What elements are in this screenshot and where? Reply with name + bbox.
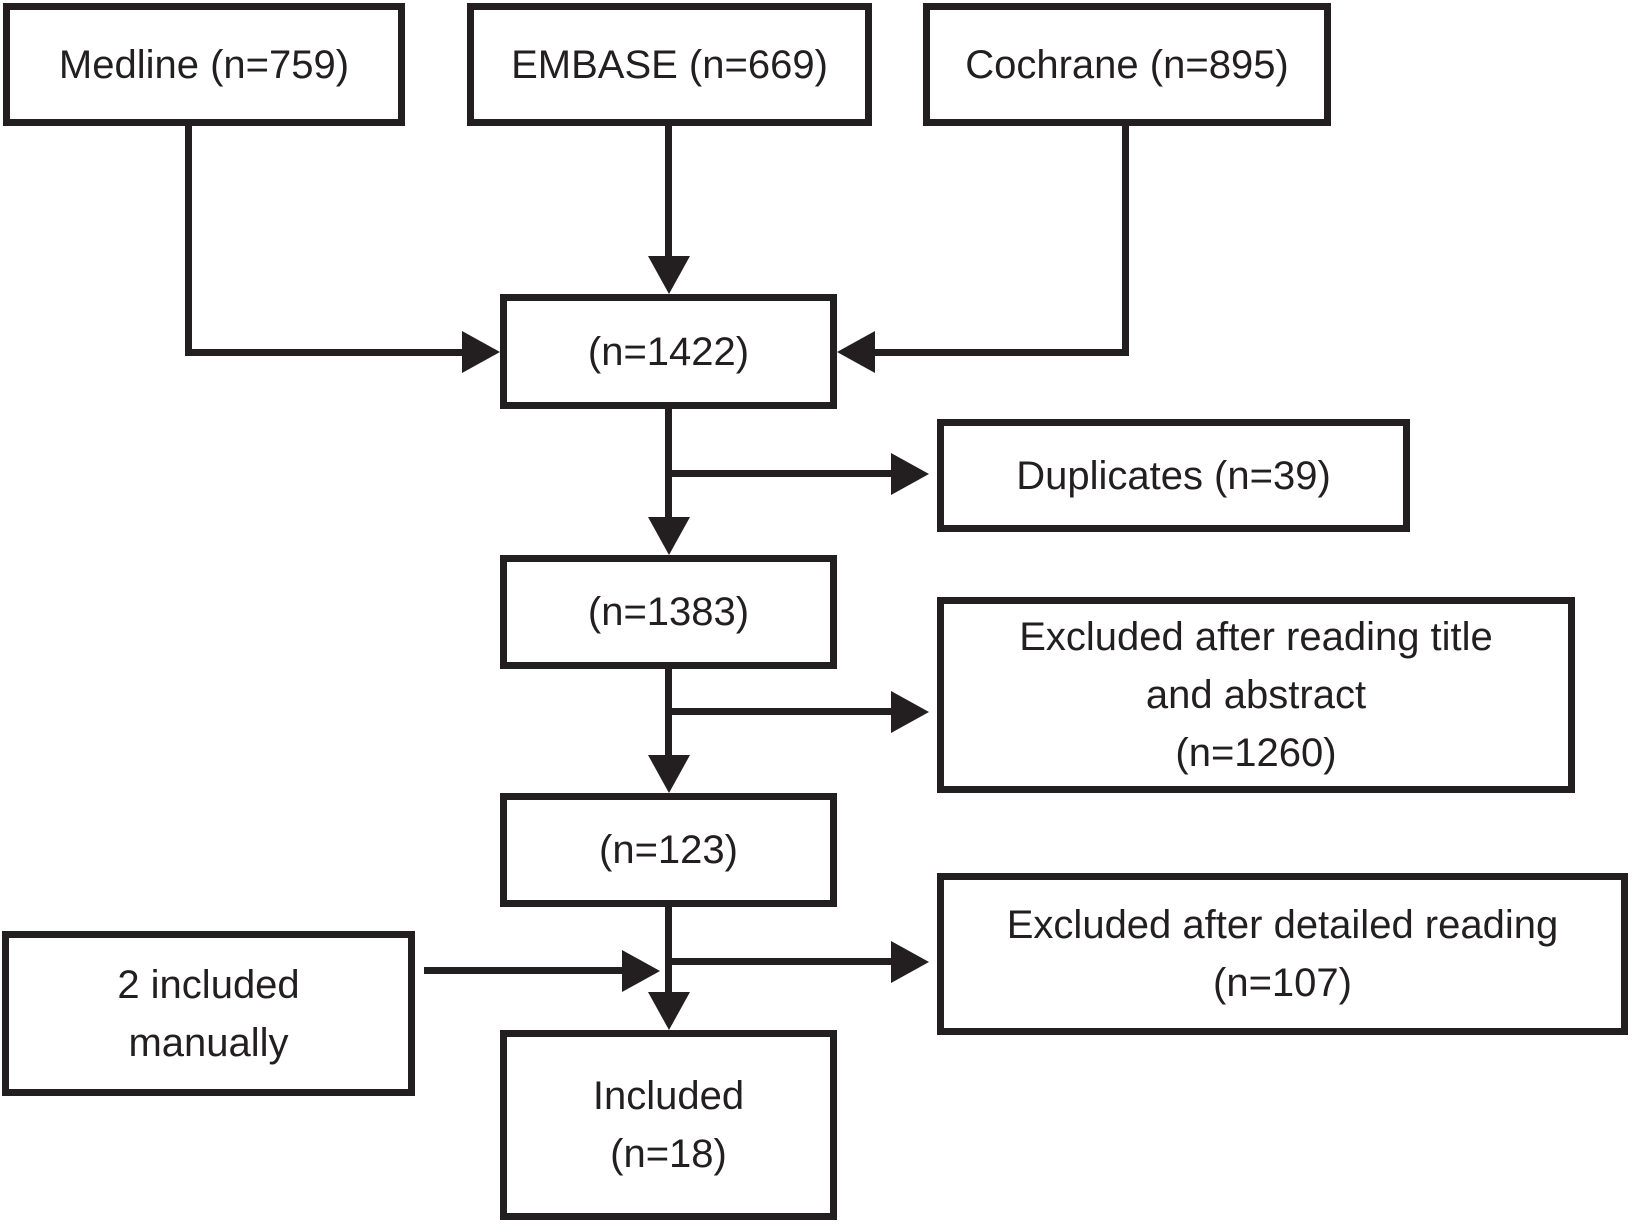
box-excluded-detailed-line1: Excluded after detailed reading [1006, 903, 1559, 947]
connector-duplicates-branch [665, 470, 892, 477]
box-after-duplicates-label: (n=1383) [587, 590, 750, 634]
connector-excluded-detailed-branch [665, 958, 892, 965]
box-excluded-detailed-line2: (n=107) [1213, 961, 1352, 1005]
box-cochrane: Cochrane (n=895) [923, 3, 1331, 126]
box-included: Included (n=18) [500, 1030, 837, 1220]
box-embase-label: EMBASE (n=669) [511, 42, 828, 87]
box-included-line2: (n=18) [610, 1132, 727, 1176]
box-cochrane-label: Cochrane (n=895) [965, 42, 1289, 87]
arrowhead-merged-to-after-duplicates-icon [648, 517, 690, 555]
connector-excluded-title-branch [665, 708, 892, 715]
box-excluded-title-abstract-line2: and abstract [1145, 673, 1367, 717]
box-included-manually-line2: manually [128, 1020, 289, 1065]
arrowhead-to-excluded-title-abstract-icon [891, 691, 929, 733]
box-after-duplicates: (n=1383) [500, 555, 837, 669]
connector-cochrane-vertical [1122, 126, 1129, 356]
arrowhead-included-manually-icon [622, 950, 660, 992]
box-merged-records-label: (n=1422) [587, 329, 750, 374]
box-excluded-detailed: Excluded after detailed reading (n=107) [937, 873, 1628, 1035]
connector-included-manually-horizontal [424, 967, 622, 974]
connector-after-screening-vertical [665, 907, 672, 995]
arrowhead-medline-to-merged-icon [462, 331, 500, 373]
arrowhead-cochrane-to-merged-icon [837, 331, 875, 373]
box-medline: Medline (n=759) [3, 3, 405, 126]
box-included-line1: Included [592, 1074, 745, 1118]
box-included-manually-line1: 2 included [117, 962, 300, 1007]
box-duplicates-label: Duplicates (n=39) [1016, 453, 1331, 498]
arrowhead-to-duplicates-icon [891, 453, 929, 495]
box-excluded-title-abstract-line3: (n=1260) [1175, 731, 1337, 775]
box-excluded-title-abstract-line1: Excluded after reading title [1019, 615, 1493, 659]
arrowhead-to-excluded-detailed-icon [891, 941, 929, 983]
box-included-manually: 2 included manually [2, 931, 415, 1096]
box-duplicates: Duplicates (n=39) [937, 419, 1410, 532]
box-after-screening: (n=123) [500, 793, 837, 907]
box-excluded-title-abstract: Excluded after reading title and abstrac… [937, 597, 1575, 793]
connector-cochrane-horizontal [875, 349, 1129, 356]
arrowhead-to-included-icon [648, 992, 690, 1030]
box-merged-records: (n=1422) [500, 294, 837, 409]
box-embase: EMBASE (n=669) [467, 3, 872, 126]
connector-medline-vertical [185, 126, 192, 356]
arrowhead-embase-to-merged-icon [648, 256, 690, 294]
box-medline-label: Medline (n=759) [58, 42, 350, 87]
connector-medline-horizontal [185, 349, 463, 356]
connector-embase-vertical [665, 126, 672, 262]
box-after-screening-label: (n=123) [599, 828, 738, 872]
arrowhead-to-after-screening-icon [648, 755, 690, 793]
connector-merged-vertical [665, 409, 672, 519]
